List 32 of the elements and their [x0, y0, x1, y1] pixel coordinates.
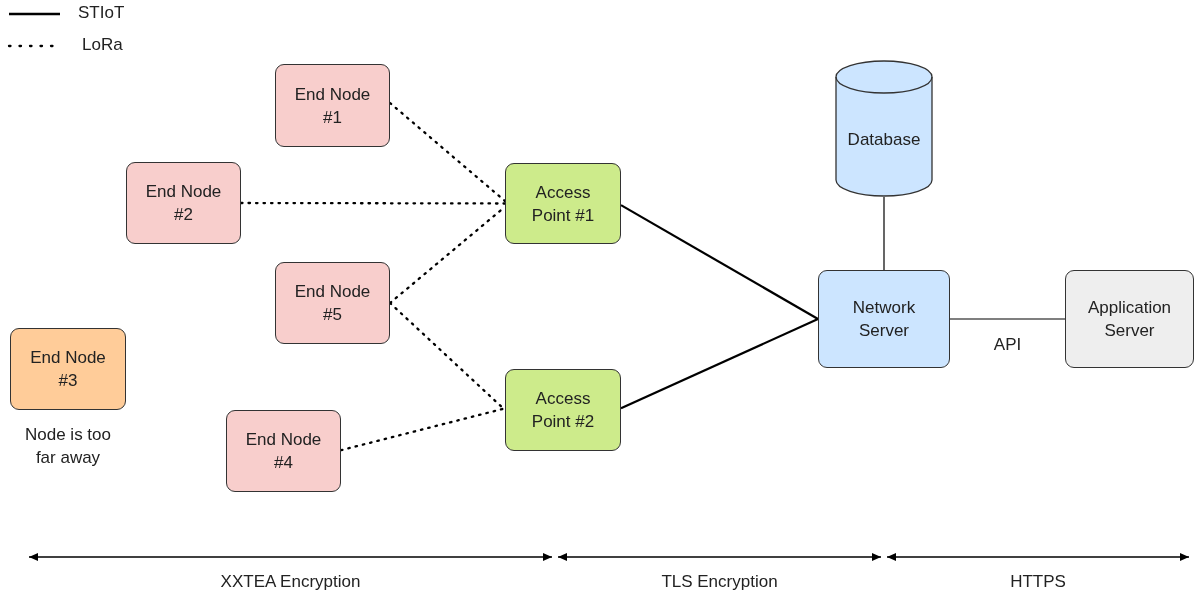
section-label: XXTEA Encryption: [219, 572, 362, 592]
node-label: End Node #5: [293, 281, 372, 326]
connector-line: [620, 204, 819, 320]
node-box: [10, 328, 126, 410]
node-label: End Node #4: [244, 429, 323, 474]
node-label: Access Point #2: [530, 388, 596, 433]
node-label: Application Server: [1086, 297, 1173, 342]
section-label: TLS Encryption: [660, 572, 779, 592]
node-box: [275, 64, 390, 147]
node-box: [505, 163, 621, 244]
legend-label: STIoT: [78, 3, 125, 23]
node-label: Database: [846, 129, 922, 151]
node-label: End Node #1: [293, 83, 372, 129]
connector-line: [620, 318, 819, 410]
dotted-connector: [239, 201, 507, 205]
node-box: [505, 369, 621, 451]
node-label: End Node #3: [29, 347, 107, 392]
edge-label: API: [992, 335, 1023, 355]
node-box: [275, 262, 390, 344]
node-label: End Node #2: [144, 181, 223, 226]
legend-label: LoRa: [82, 35, 123, 55]
server-box: [1065, 270, 1194, 368]
node-label: Access Point #1: [530, 181, 596, 227]
server-box: [818, 270, 950, 368]
connector-line: [883, 196, 885, 271]
note-text: Node is too far away: [24, 424, 112, 469]
section-label: HTTPS: [1009, 572, 1067, 592]
dotted-connector: [388, 101, 507, 203]
node-label: Network Server: [851, 297, 917, 342]
node-box: [226, 410, 341, 492]
connector-line: [949, 318, 1066, 320]
node-box: [126, 162, 241, 244]
